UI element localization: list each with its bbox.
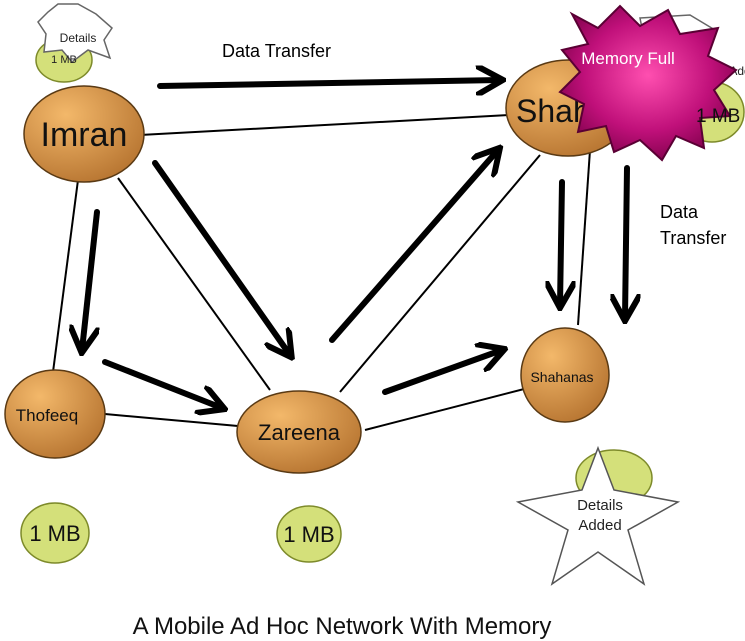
star-label-bottom-right-line2: Added [578,517,621,534]
diagram-caption: A Mobile Ad Hoc Network With Memory [133,613,552,640]
arrow-imran-to-zareena [152,160,290,355]
memory-full-burst: Memory Full [558,4,738,162]
link-thofeeq-zareena [104,413,239,427]
memory-badge-label-thofeeq: 1 MB [29,521,80,546]
arrow-thofeeq-to-zareena [102,359,222,408]
network-links [52,114,591,431]
flow-label-top: Data Transfer [222,41,331,61]
memory-badge-thofeeq: 1 MB [20,502,90,564]
link-shahana-shahanas [577,149,591,326]
star-shape [515,445,681,586]
details-star-bottom-right: Details Added [515,445,681,586]
details-star-top-left: Details 1 MB [35,3,113,83]
node-imran[interactable]: Imran [23,85,145,183]
arrow-zareena-to-shahanas [382,350,502,395]
arrow-zareena-to-shahana [329,150,498,343]
link-imran-thofeeq [52,179,79,373]
node-label-thofeeq: Thofeeq [16,406,78,425]
memory-badge-label-imran: 1 MB [51,54,77,66]
link-zareena-shahana [339,154,541,393]
memory-badge-label-zareena: 1 MB [283,522,334,547]
memory-badge-zareena: 1 MB [276,505,342,563]
arrow-shahana-to-shahanas-right [625,165,627,318]
arrow-shahana-to-shahanas-left [560,179,562,305]
node-label-shahanas: Shahanas [530,369,593,385]
arrow-imran-to-shahana [157,80,500,86]
data-transfer-arrows [82,80,627,408]
flow-label-right-line2: Transfer [660,228,726,248]
node-thofeeq[interactable]: Thofeeq [4,369,106,459]
node-label-imran: Imran [41,116,128,154]
link-zareena-shahanas [364,387,529,431]
star-label-top-left: Details [60,31,97,45]
node-shahanas[interactable]: Shahanas [520,327,610,423]
burst-label: Memory Full [581,49,675,68]
memory-badge-label-shahana: 1 MB [696,106,740,127]
burst-shape [558,4,738,162]
node-label-zareena: Zareena [258,420,341,445]
arrow-imran-to-thofeeq [82,209,100,350]
flow-label-right-line1: Data [660,202,699,222]
star-label-bottom-right-line1: Details [577,497,623,514]
link-imran-shahana [139,114,511,136]
node-zareena[interactable]: Zareena [236,390,362,474]
link-imran-zareena [117,177,271,391]
star-shape [37,3,113,64]
